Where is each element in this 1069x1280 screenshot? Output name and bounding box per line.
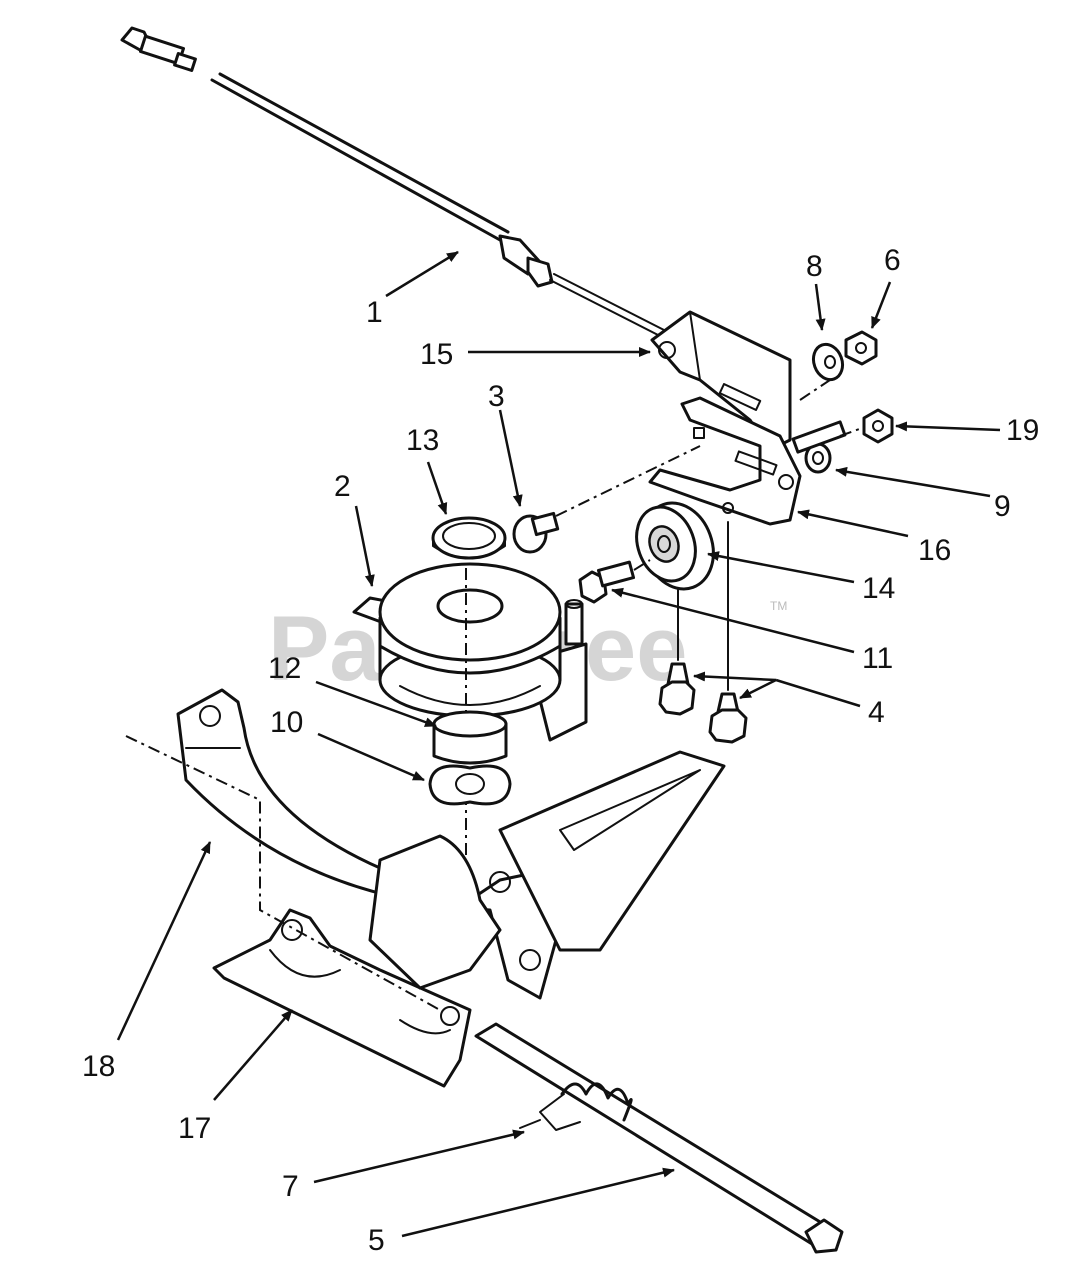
leader-6: [870, 281, 892, 329]
leader-4-base: [775, 678, 861, 708]
callout-7: 7: [282, 1170, 299, 1203]
leader-lines: [116, 250, 1001, 1238]
callout-19: 19: [1006, 414, 1039, 447]
spring-part: [519, 1082, 633, 1131]
leader-1: [385, 250, 459, 298]
callout-4: 4: [868, 696, 885, 729]
shaft-part: [474, 1022, 844, 1254]
bolt-part-9: [791, 420, 847, 474]
callout-6: 6: [884, 244, 901, 277]
seal-ring-part: [431, 516, 507, 560]
watermark-trademark: TM: [770, 599, 787, 613]
leader-2: [354, 505, 375, 587]
callout-2: 2: [334, 470, 351, 503]
mounting-bracket-part: [648, 396, 802, 526]
leader-5: [401, 1167, 675, 1238]
leader-14: [707, 551, 855, 584]
callout-12: 12: [268, 652, 301, 685]
leader-19: [895, 421, 1001, 432]
leader-4a: [693, 671, 777, 682]
bolt-part-4-left: [658, 662, 696, 716]
assembly-line-3: [555, 445, 701, 517]
callout-10: 10: [270, 706, 303, 739]
callout-14: 14: [862, 572, 895, 605]
bearing-part: [428, 764, 512, 806]
washer-part: [811, 342, 845, 382]
leader-11: [611, 587, 855, 654]
callout-16: 16: [918, 534, 951, 567]
nut-part-6: [844, 330, 878, 366]
assembly-line-8: [799, 379, 831, 401]
main-pulley-part: [352, 562, 588, 742]
callout-9: 9: [994, 490, 1011, 523]
callout-13: 13: [406, 424, 439, 457]
leader-3: [498, 409, 523, 507]
leader-7: [313, 1129, 525, 1184]
callout-18: 18: [82, 1050, 115, 1083]
frame-plate-part: [212, 750, 726, 1088]
leader-13: [426, 461, 448, 515]
shoulder-bolt-part: [578, 560, 636, 604]
leader-4b: [739, 678, 777, 700]
callout-15: 15: [420, 338, 453, 371]
callout-3: 3: [488, 380, 505, 413]
leader-18: [116, 841, 212, 1041]
callout-17: 17: [178, 1112, 211, 1145]
leader-8: [814, 283, 826, 331]
leader-17: [213, 1009, 293, 1101]
carriage-bolt-part: [512, 511, 560, 554]
leader-10: [317, 732, 425, 782]
callout-8: 8: [806, 250, 823, 283]
leader-16: [797, 509, 909, 538]
idler-pulley-part: [635, 501, 715, 591]
callout-11: 11: [862, 642, 893, 675]
callout-5: 5: [368, 1224, 385, 1257]
callout-1: 1: [366, 296, 383, 329]
assembly-line-11: [633, 559, 651, 571]
control-cable-part: [120, 26, 665, 337]
nut-part-19: [862, 408, 894, 444]
bushing-part: [432, 710, 508, 765]
frame-axis-line: [125, 735, 441, 1011]
leader-9: [835, 466, 991, 498]
leader-12: [315, 680, 437, 728]
assembly-line-19: [839, 427, 863, 437]
bolt-part-4-right: [708, 692, 748, 744]
